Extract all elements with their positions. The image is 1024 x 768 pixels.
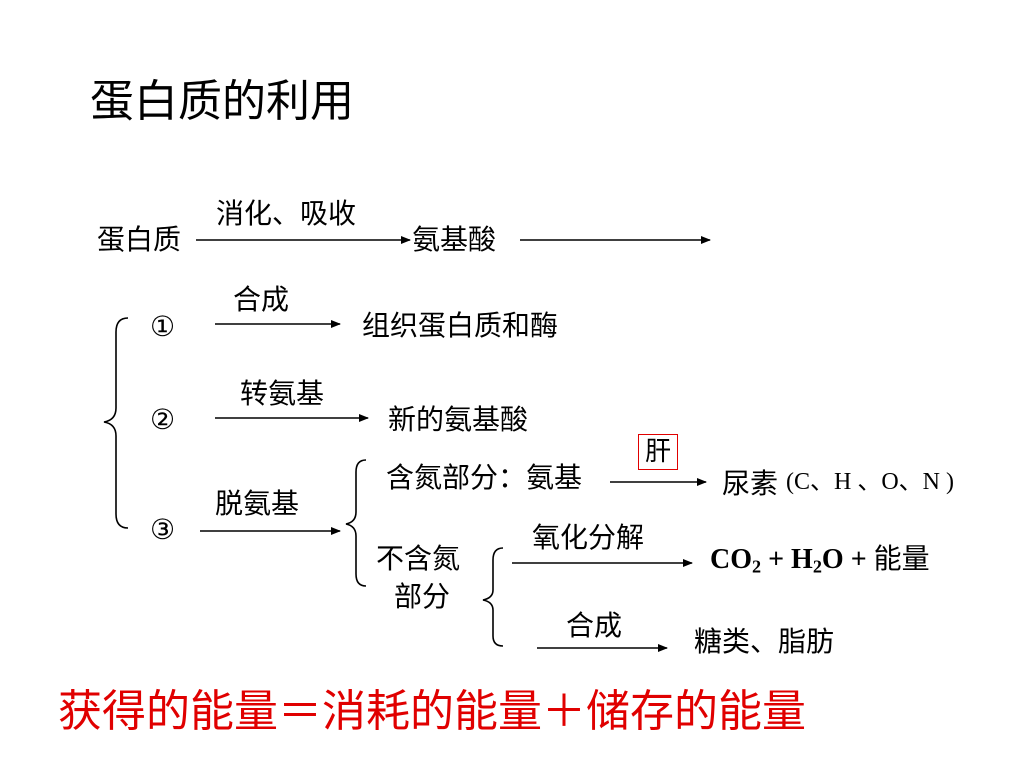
non-nitrogen-brace	[482, 547, 504, 647]
label-synthesis-2: 合成	[566, 609, 623, 642]
marker-3: ③	[150, 513, 176, 546]
h2o-prefix: + H	[761, 544, 813, 575]
energy-equation: 获得的能量＝消耗的能量＋储存的能量	[58, 686, 806, 737]
label-liver: 肝	[638, 434, 679, 470]
node-non-nitrogen-line2: 部分	[394, 580, 451, 613]
label-digest-absorb: 消化、吸收	[216, 197, 357, 230]
co2-sub: 2	[752, 556, 762, 577]
page-title: 蛋白质的利用	[90, 76, 354, 127]
node-protein: 蛋白质	[97, 223, 182, 256]
node-non-nitrogen-line1: 不含氮	[376, 542, 461, 575]
node-co2-h2o-energy: CO2 + H2O + 能量	[710, 545, 930, 576]
h2o-sub: 2	[812, 556, 822, 577]
label-transamination: 转氨基	[240, 377, 325, 410]
node-urea: 尿素	[722, 467, 779, 500]
node-new-amino-acid: 新的氨基酸	[388, 403, 529, 436]
h2o-suffix: O +	[821, 544, 874, 575]
label-oxidation: 氧化分解	[532, 521, 645, 554]
co2-prefix: CO	[710, 544, 752, 575]
marker-1: ①	[150, 310, 176, 343]
energy-label: 能量	[873, 542, 930, 575]
node-sugar-fat: 糖类、脂肪	[694, 625, 835, 658]
label-synthesis-1: 合成	[233, 283, 290, 316]
node-tissue-protein: 组织蛋白质和酶	[362, 309, 559, 342]
left-brace	[103, 317, 129, 529]
deamination-brace	[345, 459, 367, 587]
node-amino-acid: 氨基酸	[412, 223, 497, 256]
node-nitrogen-part: 含氮部分：氨基	[386, 461, 583, 494]
label-deamination: 脱氨基	[215, 487, 300, 520]
marker-2: ②	[150, 403, 176, 436]
urea-elements: (C、H 、O、N )	[786, 469, 954, 495]
